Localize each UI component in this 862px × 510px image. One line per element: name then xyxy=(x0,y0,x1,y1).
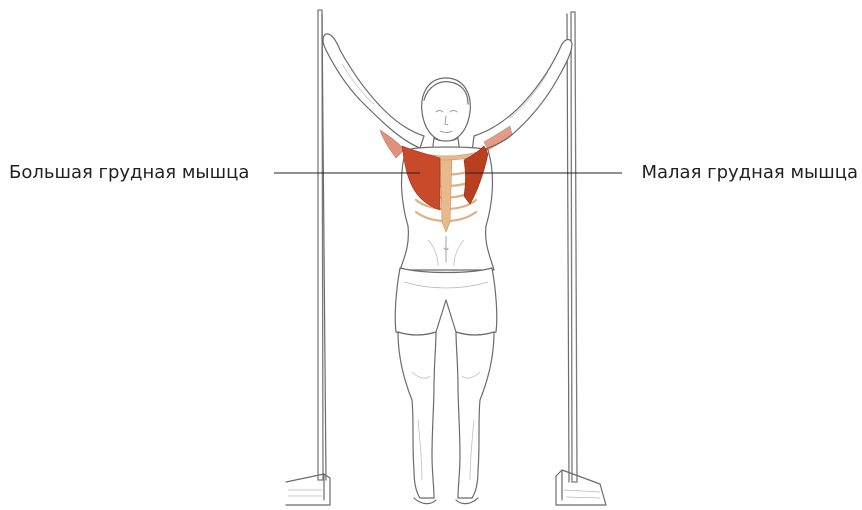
label-pectoralis-major: Большая грудная мышца xyxy=(9,162,249,184)
right-arm xyxy=(472,40,572,153)
left-arm xyxy=(323,34,424,148)
head xyxy=(422,78,471,154)
torso xyxy=(380,126,512,270)
shorts xyxy=(395,268,497,335)
label-pectoralis-minor: Малая грудная мышца xyxy=(641,162,858,184)
legs xyxy=(398,332,494,504)
